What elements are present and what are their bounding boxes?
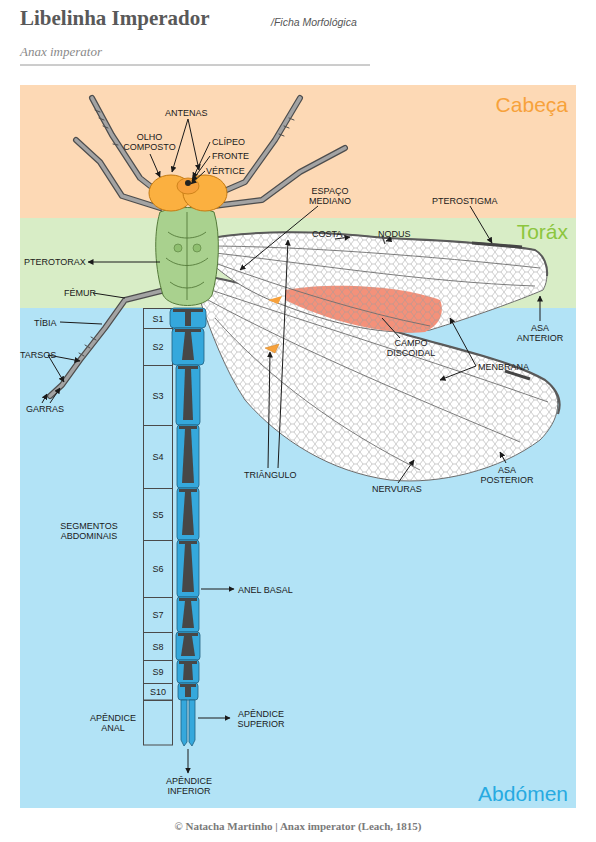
part-label: APÊNDICE ANAL — [84, 713, 142, 733]
part-label: MENBRANA — [478, 362, 529, 372]
part-label: ASA ANTERIOR — [514, 323, 566, 343]
part-label: FÉMUR — [64, 288, 96, 298]
segment-number: S10 — [150, 687, 166, 697]
region-band: Abdómen S1S2S3S4S5S6S7S8S9S10 — [20, 308, 576, 808]
part-label: APÊNDICE SUPERIOR — [230, 709, 292, 729]
subtitle: Anax imperator — [20, 44, 102, 59]
part-label: GARRAS — [26, 404, 64, 414]
segment-box: S9 — [143, 660, 173, 684]
part-label: PTEROTORAX — [24, 257, 86, 267]
region-label: Toráx — [517, 220, 568, 244]
segment-number: S1 — [152, 314, 163, 324]
segment-number: S7 — [152, 610, 163, 620]
segment-number: S4 — [152, 452, 163, 462]
part-label: APÊNDICE INFERIOR — [160, 776, 218, 796]
region-label: Abdómen — [478, 782, 568, 806]
subtitle: /Ficha Morfológica — [271, 16, 357, 28]
part-label: NERVURAS — [372, 484, 422, 494]
page-title: Libelinha Imperador — [20, 6, 210, 31]
part-label: OLHO COMPOSTO — [122, 132, 177, 152]
segment-box: S8 — [143, 632, 173, 661]
segment-box: S2 — [143, 328, 173, 366]
segment-number: S5 — [152, 510, 163, 520]
part-label: ANTENAS — [165, 108, 208, 118]
segment-number: S2 — [152, 342, 163, 352]
segment-box: S4 — [143, 425, 173, 489]
segment-box: S10 — [143, 683, 173, 701]
part-label: ESPAÇO MEDIANO — [300, 186, 360, 206]
part-label: TRIÂNGULO — [244, 470, 297, 480]
segment-number: S9 — [152, 667, 163, 677]
segment-box: S7 — [143, 597, 173, 633]
segment-number: S8 — [152, 642, 163, 652]
part-label: NODUS — [378, 229, 411, 239]
segment-number: S3 — [152, 391, 163, 401]
segment-box: S1 — [143, 308, 173, 329]
part-label: ANEL BASAL — [238, 585, 293, 595]
segment-box: S3 — [143, 365, 173, 426]
part-label: PTEROSTIGMA — [432, 196, 498, 206]
part-label: TÍBIA — [34, 318, 57, 328]
part-label: CLÍPEO — [212, 137, 245, 147]
part-label: SEGMENTOS ABDOMINAIS — [50, 521, 128, 541]
part-label: TARSOS — [20, 350, 56, 360]
part-label: FRONTE — [212, 151, 249, 161]
title-rule — [20, 65, 370, 66]
part-label: CAMPO DISCOIDAL — [381, 338, 441, 358]
page-caption: © Natacha Martinho | Anax imperator (Lea… — [0, 820, 596, 832]
part-label: ASA POSTERIOR — [478, 465, 536, 485]
region-label: Cabeça — [496, 93, 568, 117]
segment-box: S5 — [143, 488, 173, 541]
segment-number: S6 — [152, 564, 163, 574]
segment-box: S6 — [143, 540, 173, 598]
part-label: VÉRTICE — [206, 166, 245, 176]
part-label: COSTA — [312, 229, 342, 239]
region-band: Toráx — [20, 218, 576, 308]
